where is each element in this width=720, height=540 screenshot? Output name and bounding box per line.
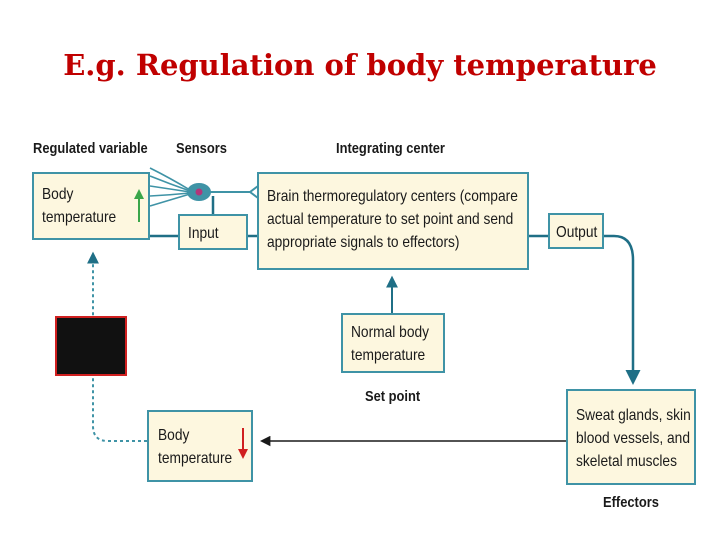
- up-arrow-icon: [134, 189, 144, 222]
- input-box: Input: [178, 214, 248, 250]
- body-temperature-bottom-box: Body temperature: [147, 410, 253, 482]
- down-arrow-icon: [238, 428, 248, 459]
- redacted-image-block: [55, 316, 127, 376]
- effectors-label: Effectors: [603, 494, 659, 511]
- slide-title: E.g. Regulation of body temperature: [63, 48, 657, 82]
- normal-body-temperature-box: Normal body temperature: [341, 313, 445, 373]
- brain-integrating-center-box: Brain thermoregulatory centers (compare …: [257, 172, 529, 270]
- regulated-variable-header: Regulated variable: [33, 140, 148, 157]
- output-label: Output: [556, 224, 598, 241]
- input-label: Input: [188, 225, 219, 242]
- set-point-label: Set point: [365, 388, 421, 405]
- sensors-header: Sensors: [176, 140, 227, 157]
- effectors-box: Sweat glands, skin blood vessels, and sk…: [566, 389, 696, 485]
- body-temperature-top-box: Body temperature: [32, 172, 150, 240]
- sensor-neuron-icon: [149, 167, 259, 207]
- integrating-center-header: Integrating center: [336, 140, 445, 157]
- connector-output-to-effectors: [604, 234, 641, 385]
- output-box: Output: [548, 213, 604, 249]
